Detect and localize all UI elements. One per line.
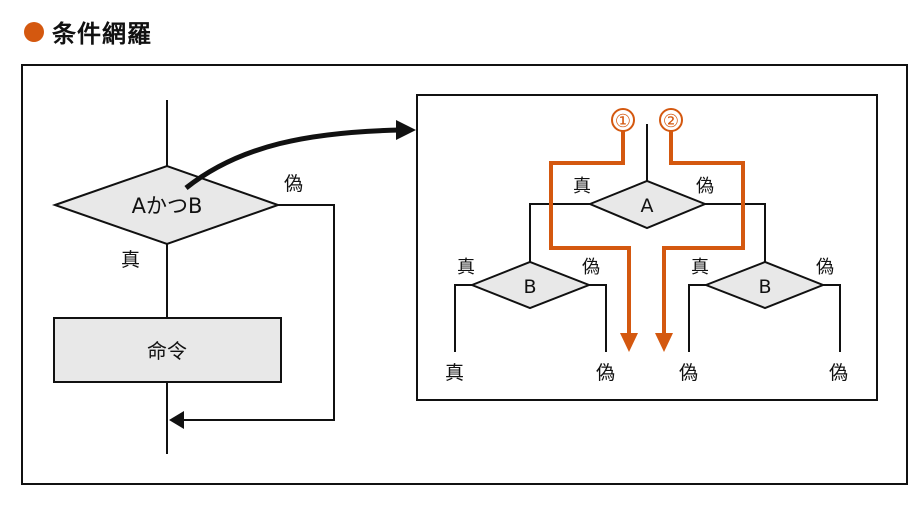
false-label-left: 偽	[284, 173, 303, 195]
outer-frame	[21, 64, 908, 485]
title-text: 条件網羅	[52, 20, 152, 48]
right-flowchart: A 真 偽 B 真 偽 B 真 偽 真 偽 偽 偽 ①	[445, 108, 848, 384]
path-2-marker: ②	[663, 111, 679, 132]
detail-frame	[416, 94, 878, 401]
left-flowchart: AかつB 偽 真 命令	[51, 100, 335, 454]
a-false-branch	[705, 203, 766, 262]
decision-b-left-label: B	[523, 276, 536, 298]
outcome-label: 偽	[596, 362, 615, 384]
process-label: 命令	[147, 339, 187, 363]
decision-b-left-true-label: 真	[457, 257, 475, 278]
section-title: 条件網羅	[24, 14, 152, 49]
coverage-path-2: ②	[655, 108, 745, 352]
path-1-arrowhead	[620, 333, 638, 352]
outcome-label: 偽	[829, 362, 848, 384]
false-branch-line	[176, 204, 335, 421]
b-left-true-branch	[454, 284, 472, 352]
decision-a-true-label: 真	[573, 176, 591, 197]
a-true-branch	[529, 203, 590, 262]
bullet-icon	[24, 21, 44, 42]
b-left-false-branch	[589, 284, 607, 352]
decision-a-and-b-label: AかつB	[132, 194, 203, 218]
path-1-line	[549, 131, 631, 335]
process-box	[53, 317, 282, 383]
outcome-label: 真	[445, 362, 464, 384]
b-right-true-branch	[688, 284, 706, 352]
b-right-false-branch	[823, 284, 841, 352]
merge-arrowhead	[169, 411, 184, 429]
decision-a-label: A	[641, 195, 654, 217]
expand-arrow	[184, 127, 401, 190]
expand-arrowhead	[396, 120, 416, 140]
decision-b-right-label: B	[758, 276, 771, 298]
decision-b-left-false-label: 偽	[582, 257, 600, 278]
decision-b-right-true-label: 真	[691, 257, 709, 278]
path-2-line	[662, 131, 745, 335]
true-label-left: 真	[121, 249, 140, 271]
outcome-label: 偽	[679, 362, 698, 384]
decision-a-false-label: 偽	[696, 176, 714, 197]
path-2-arrowhead	[655, 333, 673, 352]
decision-b-right-false-label: 偽	[816, 257, 834, 278]
coverage-path-1: ①	[549, 108, 638, 352]
path-1-marker: ①	[615, 111, 631, 132]
